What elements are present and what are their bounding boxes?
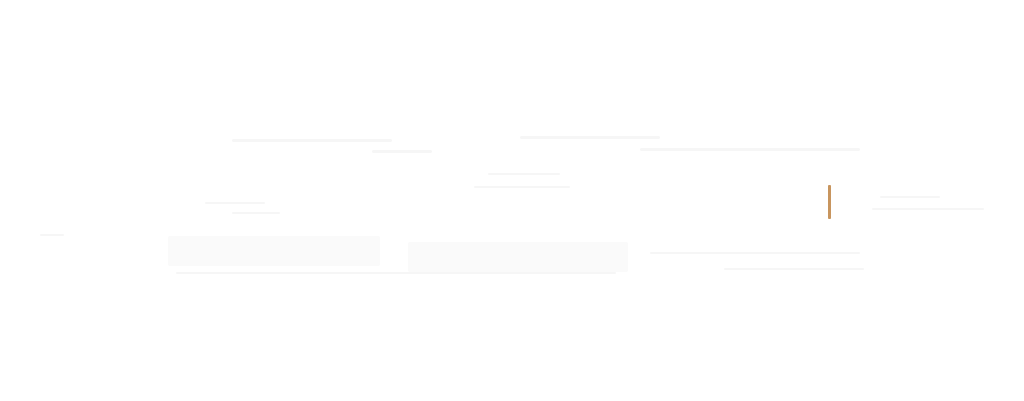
faint-logo-stroke: [232, 139, 392, 142]
faint-right-label: [872, 208, 984, 210]
faint-panel-line: [650, 252, 860, 254]
faint-right-label: [880, 196, 940, 198]
faint-left-dash: [40, 234, 64, 236]
faint-panel-line: [724, 268, 864, 270]
faint-logo-stroke: [372, 150, 432, 153]
faint-subtitle-stroke: [488, 173, 560, 175]
faint-logo-stroke: [640, 148, 860, 151]
faint-bottom-line: [176, 272, 616, 274]
accent-divider-bar: [828, 185, 831, 219]
faint-subtitle-stroke: [474, 186, 570, 188]
faint-panel: [168, 236, 380, 266]
faint-panel: [408, 242, 628, 272]
faint-logo-stroke: [520, 136, 660, 139]
faint-left-label: [205, 202, 265, 204]
faint-left-label: [232, 212, 280, 214]
